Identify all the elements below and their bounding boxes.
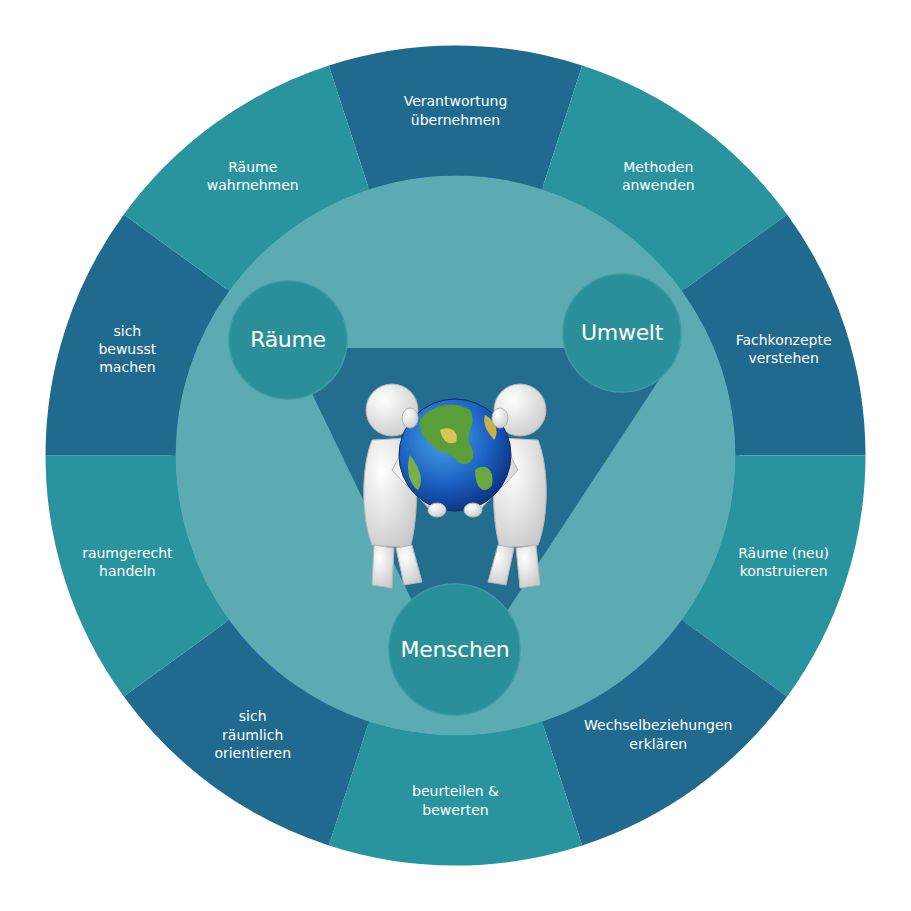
segment-label: sich bewusst machen [92,322,162,377]
segment-fill [329,46,582,190]
segment-fill [682,215,865,456]
ring-segment: Wechselbeziehungen erklären [542,620,790,848]
segment-label: Methoden anwenden [611,158,706,194]
ring-segment: Räume wahrnehmen [123,65,371,293]
segment-label: raumgerecht handeln [75,544,180,580]
circle-fill [389,584,520,715]
ring-segment: raumgerecht handeln [45,455,231,698]
segment-label: Wechselbeziehungen erklären [578,716,738,752]
theme-circle: Menschen [388,583,521,716]
segment-fill [542,620,787,845]
segment-label: Fachkonzepte verstehen [726,331,841,367]
segment-fill [329,722,582,866]
segment-label: Räume (neu) konstruieren [731,544,836,580]
triangle [290,348,680,690]
circle-fill [563,274,681,392]
segment-label: beurteilen & bewerten [411,782,501,818]
inner-disc [176,176,736,736]
circle-label: Umwelt [581,319,663,348]
theme-circle: Umwelt [562,273,682,393]
figures-with-globe [364,384,547,588]
segment-label: Verantwortung übernehmen [391,92,521,128]
circle-fill [229,281,347,399]
ring-segment: Fachkonzepte verstehen [682,214,868,457]
segment-label: Räume wahrnehmen [203,158,303,194]
theme-circle: Räume [228,280,348,400]
circle-label: Menschen [400,636,509,665]
segment-fill [46,456,229,697]
ring-segment: beurteilen & bewerten [328,721,584,867]
segment-label: sich räumlich orientieren [210,707,295,762]
circle-label: Räume [250,326,326,355]
segment-fill [124,66,369,291]
ring-segment: Verantwortung übernehmen [328,45,584,191]
segment-shape [542,620,790,848]
